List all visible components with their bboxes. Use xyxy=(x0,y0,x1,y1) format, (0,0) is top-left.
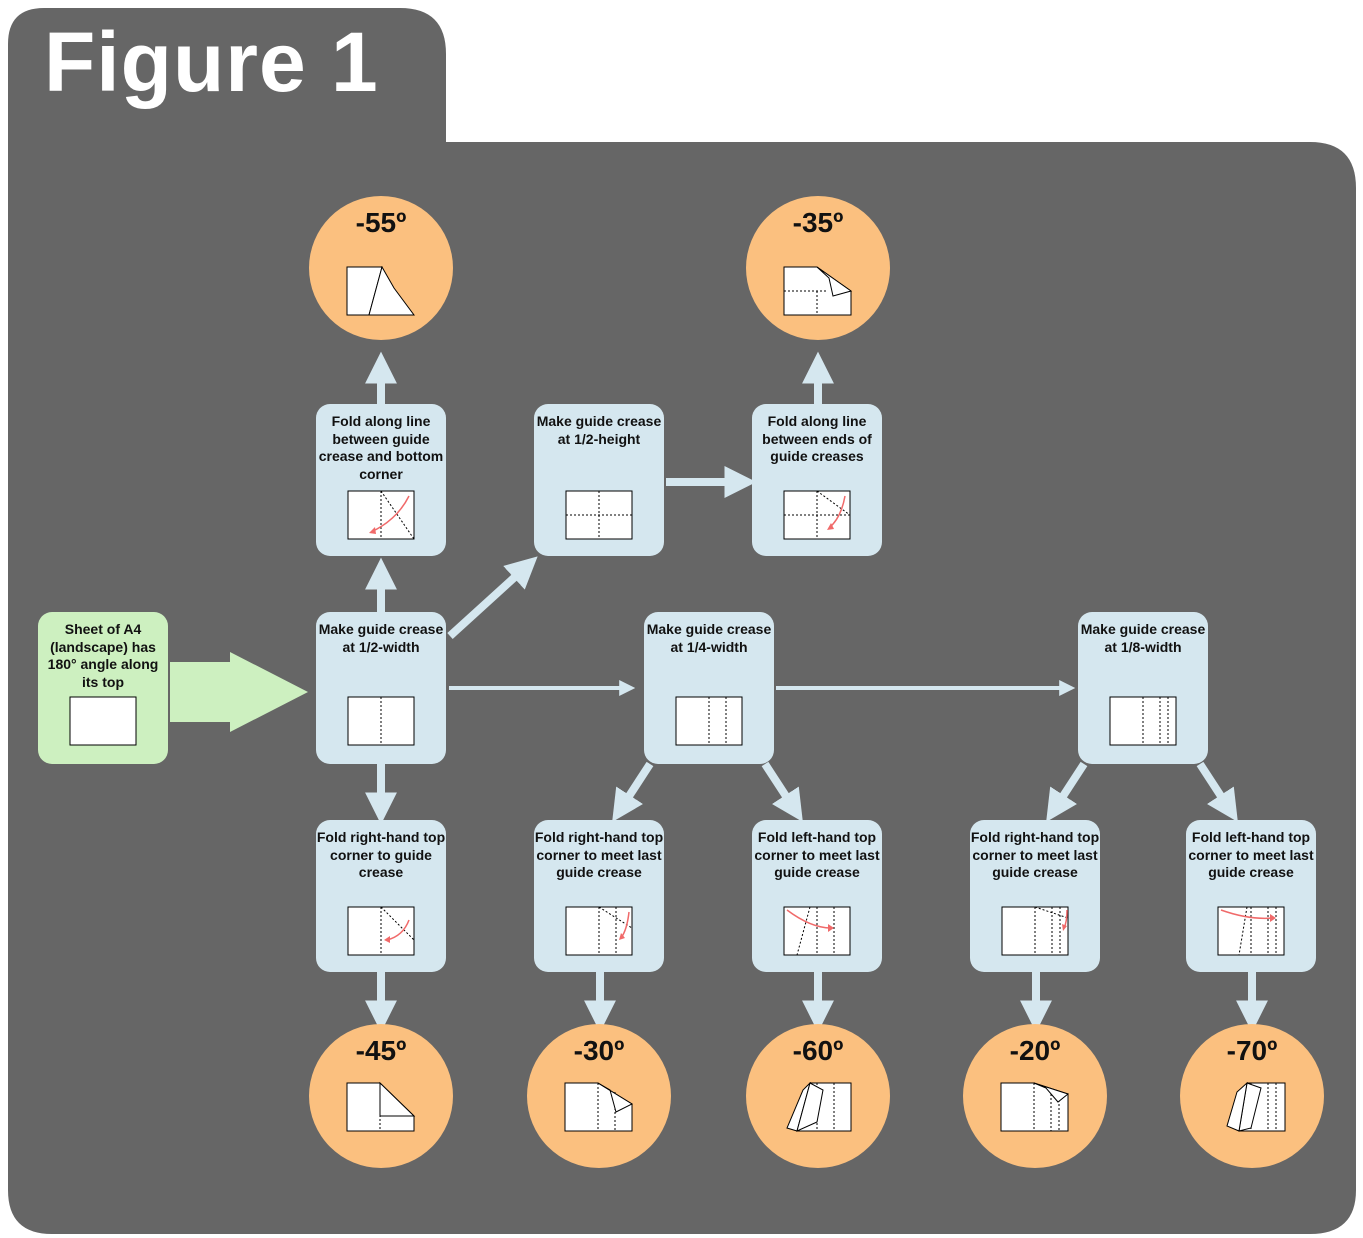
step-half-height: Make guide crease at 1/2-height xyxy=(534,404,664,556)
result-angle: -55º xyxy=(355,207,407,238)
folded-result-icon xyxy=(346,1082,416,1132)
fold-bottom-corner-icon xyxy=(347,490,415,540)
step-label: Make guide crease at 1/2-height xyxy=(536,413,662,447)
folded-result-icon xyxy=(783,1082,853,1132)
result-minus-45: -45º xyxy=(309,1024,453,1168)
fold-between-ends-icon xyxy=(783,490,851,540)
start-box: Sheet of A4 (landscape) has 180° angle a… xyxy=(38,612,168,764)
folded-result-icon xyxy=(1217,1082,1287,1132)
crease-half-height-icon xyxy=(565,490,633,540)
result-angle: -20º xyxy=(1009,1035,1061,1066)
step-label: Fold right-hand top corner to meet last … xyxy=(534,829,664,880)
step-label: Make guide crease at 1/4-width xyxy=(646,621,772,655)
folded-result-icon xyxy=(346,266,416,316)
start-label: Sheet of A4 (landscape) has 180° angle a… xyxy=(47,621,159,690)
folded-result-icon xyxy=(564,1082,634,1132)
arrow-to-fold-left-quarter xyxy=(765,764,803,823)
crease-half-width-icon xyxy=(347,696,415,746)
step-label: Fold along line between ends of guide cr… xyxy=(762,413,872,464)
arrow-to-fold-right-eighth xyxy=(1046,764,1084,823)
result-minus-20: -20º xyxy=(963,1024,1107,1168)
result-minus-70: -70º xyxy=(1180,1024,1324,1168)
result-angle: -70º xyxy=(1226,1035,1278,1066)
arrow-to-half-height xyxy=(450,556,538,636)
step-fold-left-eighth: Fold left-hand top corner to meet last g… xyxy=(1186,820,1316,972)
landscape-sheet-icon xyxy=(69,696,137,746)
result-minus-60: -60º xyxy=(746,1024,890,1168)
arrow-to-fold-right-quarter xyxy=(612,764,650,823)
result-angle: -35º xyxy=(792,207,844,238)
step-label: Make guide crease at 1/8-width xyxy=(1080,621,1206,655)
step-fold-bottom-corner: Fold along line between guide crease and… xyxy=(316,404,446,556)
step-eighth-width: Make guide crease at 1/8-width xyxy=(1078,612,1208,764)
result-angle: -30º xyxy=(573,1035,625,1066)
fold-left-corner-icon xyxy=(783,906,851,956)
fold-right-corner-icon xyxy=(347,906,415,956)
figure-title: Figure 1 xyxy=(44,15,379,109)
start-arrow xyxy=(170,652,308,732)
folded-result-icon xyxy=(783,266,853,316)
result-angle: -60º xyxy=(792,1035,844,1066)
step-fold-between-ends: Fold along line between ends of guide cr… xyxy=(752,404,882,556)
fold-right-corner-icon xyxy=(1001,906,1069,956)
result-angle: -45º xyxy=(355,1035,407,1066)
step-fold-right-eighth: Fold right-hand top corner to meet last … xyxy=(970,820,1100,972)
fold-right-corner-icon xyxy=(565,906,633,956)
step-fold-right-half: Fold right-hand top corner to guide crea… xyxy=(316,820,446,972)
result-minus-55: -55º xyxy=(309,196,453,340)
crease-eighth-width-icon xyxy=(1109,696,1177,746)
step-label: Fold right-hand top corner to guide crea… xyxy=(316,829,446,880)
step-label: Fold along line between guide crease and… xyxy=(318,413,444,482)
fold-left-corner-icon xyxy=(1217,906,1285,956)
step-label: Fold left-hand top corner to meet last g… xyxy=(1188,829,1314,880)
arrow-to-fold-left-eighth xyxy=(1200,764,1238,823)
result-minus-35: -35º xyxy=(746,196,890,340)
step-fold-right-quarter: Fold right-hand top corner to meet last … xyxy=(534,820,664,972)
result-minus-30: -30º xyxy=(527,1024,671,1168)
step-half-width: Make guide crease at 1/2-width xyxy=(316,612,446,764)
crease-quarter-width-icon xyxy=(675,696,743,746)
folded-result-icon xyxy=(1000,1082,1070,1132)
step-label: Fold right-hand top corner to meet last … xyxy=(970,829,1100,880)
step-quarter-width: Make guide crease at 1/4-width xyxy=(644,612,774,764)
step-label: Make guide crease at 1/2-width xyxy=(318,621,444,655)
step-fold-left-quarter: Fold left-hand top corner to meet last g… xyxy=(752,820,882,972)
step-label: Fold left-hand top corner to meet last g… xyxy=(754,829,880,880)
